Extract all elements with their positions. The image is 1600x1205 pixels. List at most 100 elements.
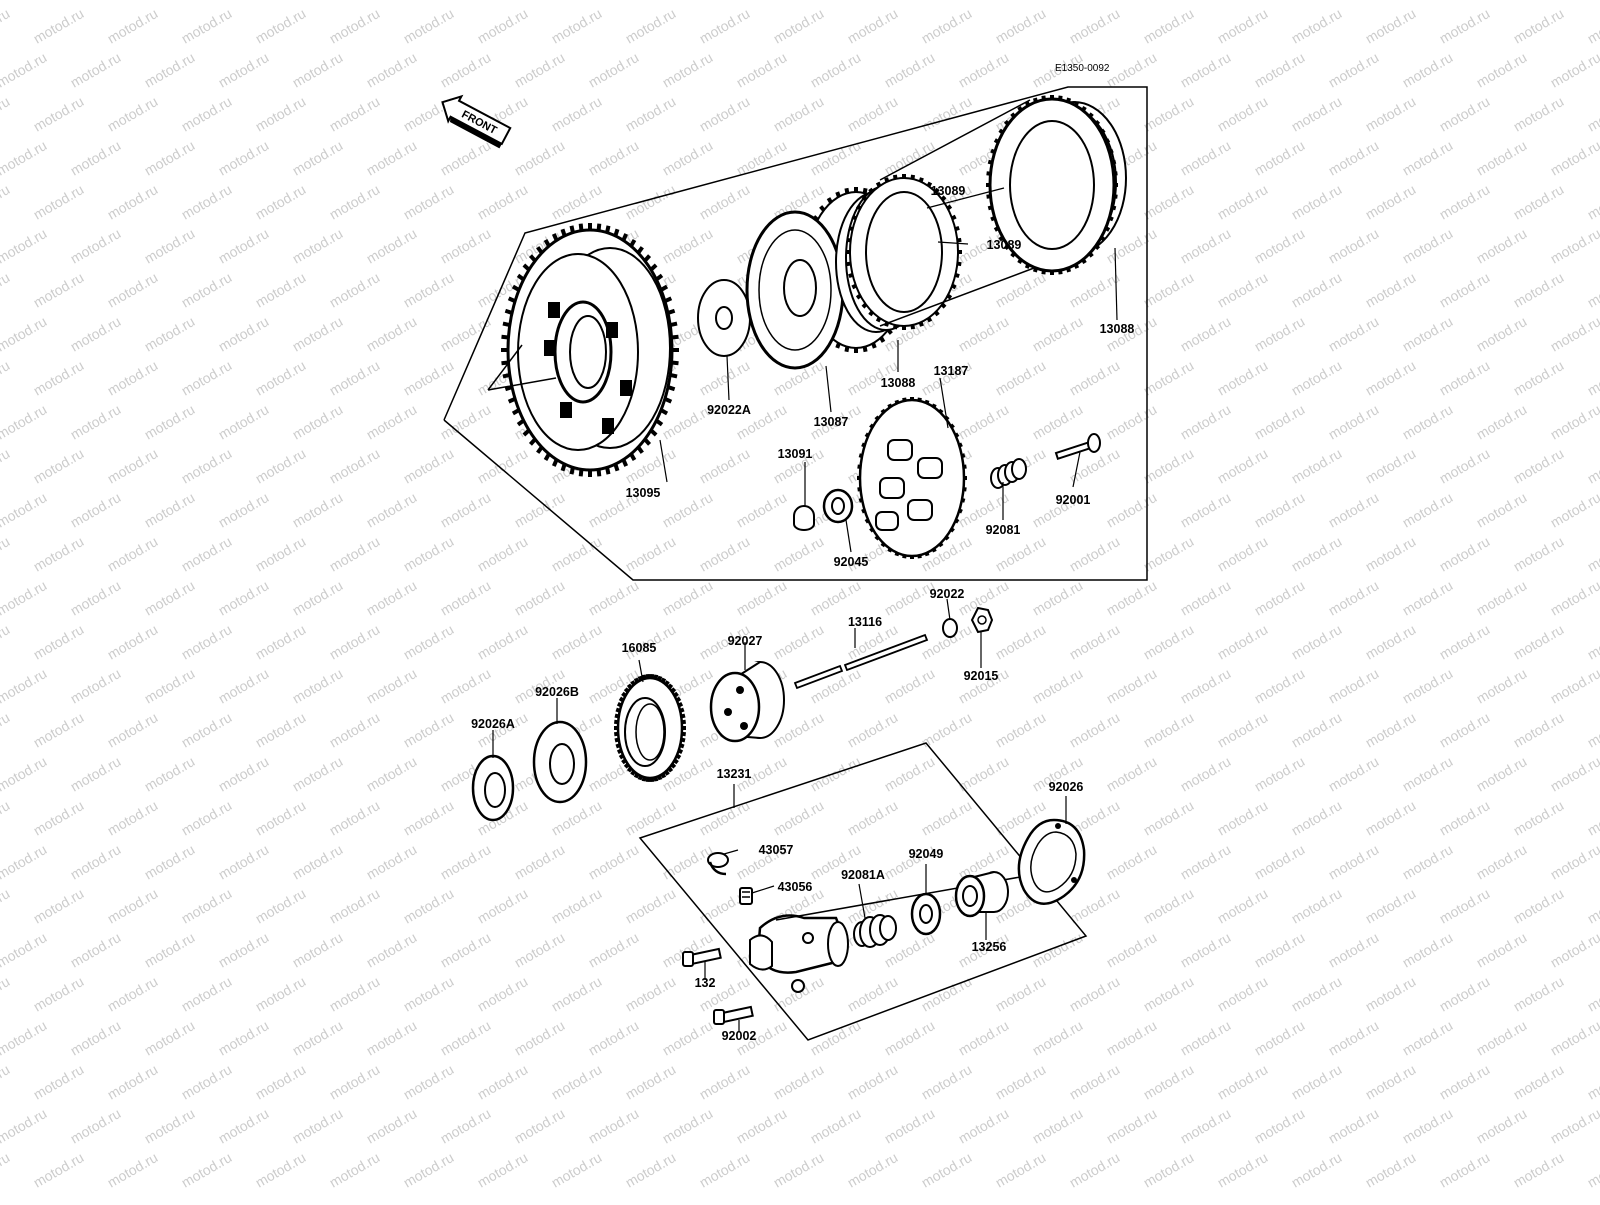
watermark-text: motod.ru <box>1215 709 1271 750</box>
watermark-text: motod.ru <box>364 753 420 794</box>
watermark-text: motod.ru <box>1215 5 1271 46</box>
watermark-text: motod.ru <box>179 93 235 134</box>
watermark-text: motod.ru <box>1215 357 1271 398</box>
watermark-text: motod.ru <box>1326 1017 1382 1058</box>
watermark-text: motod.ru <box>1474 401 1530 442</box>
watermark-text: motod.ru <box>179 357 235 398</box>
watermark-text: motod.ru <box>401 621 457 662</box>
watermark-text: motod.ru <box>845 93 901 134</box>
watermark-text: motod.ru <box>142 313 198 354</box>
watermark-text: motod.ru <box>31 357 87 398</box>
watermark-text: motod.ru <box>290 929 346 970</box>
watermark-text: motod.ru <box>512 489 568 530</box>
watermark-text: motod.ru <box>956 1017 1012 1058</box>
watermark-text: motod.ru <box>31 973 87 1014</box>
washer-92026b <box>534 722 586 802</box>
watermark-text: motod.ru <box>1178 225 1234 266</box>
washer-92026a <box>473 756 513 820</box>
watermark-text: motod.ru <box>808 1105 864 1146</box>
watermark-text: motod.ru <box>216 0 272 3</box>
watermark-text: motod.ru <box>327 93 383 134</box>
watermark-text: motod.ru <box>993 973 1049 1014</box>
watermark-text: motod.ru <box>1178 841 1234 882</box>
watermark-text: motod.ru <box>1215 445 1271 486</box>
watermark-text: motod.ru <box>253 181 309 222</box>
watermark-text: motod.ru <box>1141 709 1197 750</box>
watermark-text: motod.ru <box>1548 313 1600 354</box>
watermark-text: motod.ru <box>1400 137 1456 178</box>
label-92015: 92015 <box>964 669 999 683</box>
watermark-text: motod.ru <box>179 269 235 310</box>
watermark-text: motod.ru <box>1474 0 1530 3</box>
watermark-text: motod.ru <box>1178 1105 1234 1146</box>
watermark-text: motod.ru <box>697 1061 753 1102</box>
watermark-text: motod.ru <box>142 841 198 882</box>
watermark-text: motod.ru <box>179 797 235 838</box>
watermark-text: motod.ru <box>512 841 568 882</box>
watermark-text: motod.ru <box>1548 577 1600 618</box>
watermark-text: motod.ru <box>993 709 1049 750</box>
watermark-text: motod.ru <box>512 1105 568 1146</box>
watermark-text: motod.ru <box>0 665 49 706</box>
watermark-text: motod.ru <box>1585 797 1600 838</box>
label-92002: 92002 <box>722 1029 757 1043</box>
watermark-text: motod.ru <box>0 1149 12 1190</box>
watermark-text: motod.ru <box>808 1017 864 1058</box>
bolt-132 <box>683 949 721 966</box>
watermark-text: motod.ru <box>0 489 49 530</box>
watermark-text: motod.ru <box>31 533 87 574</box>
watermark-text: motod.ru <box>364 1017 420 1058</box>
watermark-text: motod.ru <box>1585 5 1600 46</box>
watermark-text: motod.ru <box>68 401 124 442</box>
watermark-text: motod.ru <box>586 1105 642 1146</box>
watermark-text: motod.ru <box>734 49 790 90</box>
watermark-text: motod.ru <box>623 181 679 222</box>
watermark-text: motod.ru <box>1067 1061 1123 1102</box>
watermark-text: motod.ru <box>993 5 1049 46</box>
needle-bearing-92045 <box>824 490 852 522</box>
watermark-text: motod.ru <box>1363 797 1419 838</box>
watermark-text: motod.ru <box>1326 489 1382 530</box>
watermark-text: motod.ru <box>0 49 49 90</box>
watermark-text: motod.ru <box>697 1149 753 1190</box>
watermark-text: motod.ru <box>438 841 494 882</box>
watermark-text: motod.ru <box>586 0 642 3</box>
watermark-text: motod.ru <box>401 973 457 1014</box>
watermark-text: motod.ru <box>1437 357 1493 398</box>
watermark-text: motod.ru <box>1215 1149 1271 1190</box>
watermark-text: motod.ru <box>290 841 346 882</box>
watermark-text: motod.ru <box>549 1061 605 1102</box>
watermark-text: motod.ru <box>1400 665 1456 706</box>
watermark-text: motod.ru <box>31 797 87 838</box>
watermark-text: motod.ru <box>1141 621 1197 662</box>
watermark-text: motod.ru <box>1363 973 1419 1014</box>
watermark-text: motod.ru <box>0 709 12 750</box>
watermark-text: motod.ru <box>68 753 124 794</box>
watermark-text: motod.ru <box>1548 841 1600 882</box>
watermark-text: motod.ru <box>475 181 531 222</box>
watermark-text: motod.ru <box>68 225 124 266</box>
watermark-text: motod.ru <box>845 797 901 838</box>
watermark-text: motod.ru <box>1326 841 1382 882</box>
label-13256: 13256 <box>972 940 1007 954</box>
watermark-text: motod.ru <box>845 5 901 46</box>
watermark-text: motod.ru <box>771 533 827 574</box>
watermark-text: motod.ru <box>623 797 679 838</box>
watermark-text: motod.ru <box>1548 401 1600 442</box>
watermark-text: motod.ru <box>364 49 420 90</box>
watermark-text: motod.ru <box>882 0 938 3</box>
label-13116: 13116 <box>848 615 882 629</box>
watermark-text: motod.ru <box>1548 1017 1600 1058</box>
watermark-text: motod.ru <box>1141 181 1197 222</box>
watermark-text: motod.ru <box>253 709 309 750</box>
watermark-text: motod.ru <box>1030 313 1086 354</box>
watermark-text: motod.ru <box>1178 577 1234 618</box>
watermark-text: motod.ru <box>364 0 420 3</box>
watermark-text: motod.ru <box>1326 665 1382 706</box>
watermark-text: motod.ru <box>1141 797 1197 838</box>
bolt-92002 <box>714 1007 753 1024</box>
label-92081a: 92081A <box>841 868 885 882</box>
watermark-text: motod.ru <box>1067 533 1123 574</box>
watermark-text: motod.ru <box>734 577 790 618</box>
